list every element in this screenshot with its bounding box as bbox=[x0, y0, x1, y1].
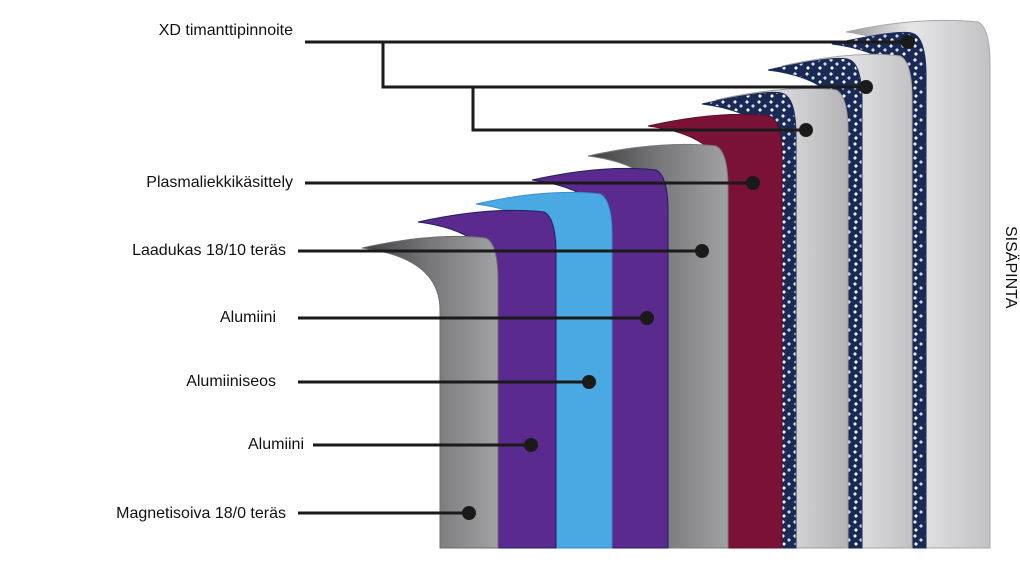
layer-magnetic-steel-outer bbox=[361, 235, 499, 549]
label-inner-surface: SISÄPINTA bbox=[1002, 226, 1019, 309]
label-aluminium-lower: Alumiini bbox=[247, 436, 304, 453]
dot-magnetic-steel bbox=[462, 506, 476, 520]
label-quality-steel-18-10: Laadukas 18/10 teräs bbox=[132, 242, 286, 259]
dot-aluminium-upper bbox=[640, 311, 654, 325]
dot-aluminium-lower bbox=[524, 438, 538, 452]
label-xd-diamond-coating: XD timanttipinnoite bbox=[158, 22, 293, 39]
dot-aluminium-alloy bbox=[582, 375, 596, 389]
label-aluminium-alloy: Alumiiniseos bbox=[186, 373, 276, 390]
label-aluminium-upper: Alumiini bbox=[219, 309, 276, 326]
leader-xd-middle bbox=[381, 42, 866, 89]
label-magnetic-steel-18-0: Magnetisoiva 18/0 teräs bbox=[116, 505, 286, 522]
dot-xd-bottom bbox=[799, 123, 813, 137]
dot-xd-top bbox=[901, 35, 915, 49]
label-plasma-treatment: Plasmaliekkikäsittely bbox=[146, 174, 293, 191]
dot-steel-18-10 bbox=[695, 244, 709, 258]
leader-xd-bottom bbox=[471, 87, 806, 132]
dot-plasma bbox=[746, 176, 760, 190]
dot-xd-middle bbox=[859, 80, 873, 94]
